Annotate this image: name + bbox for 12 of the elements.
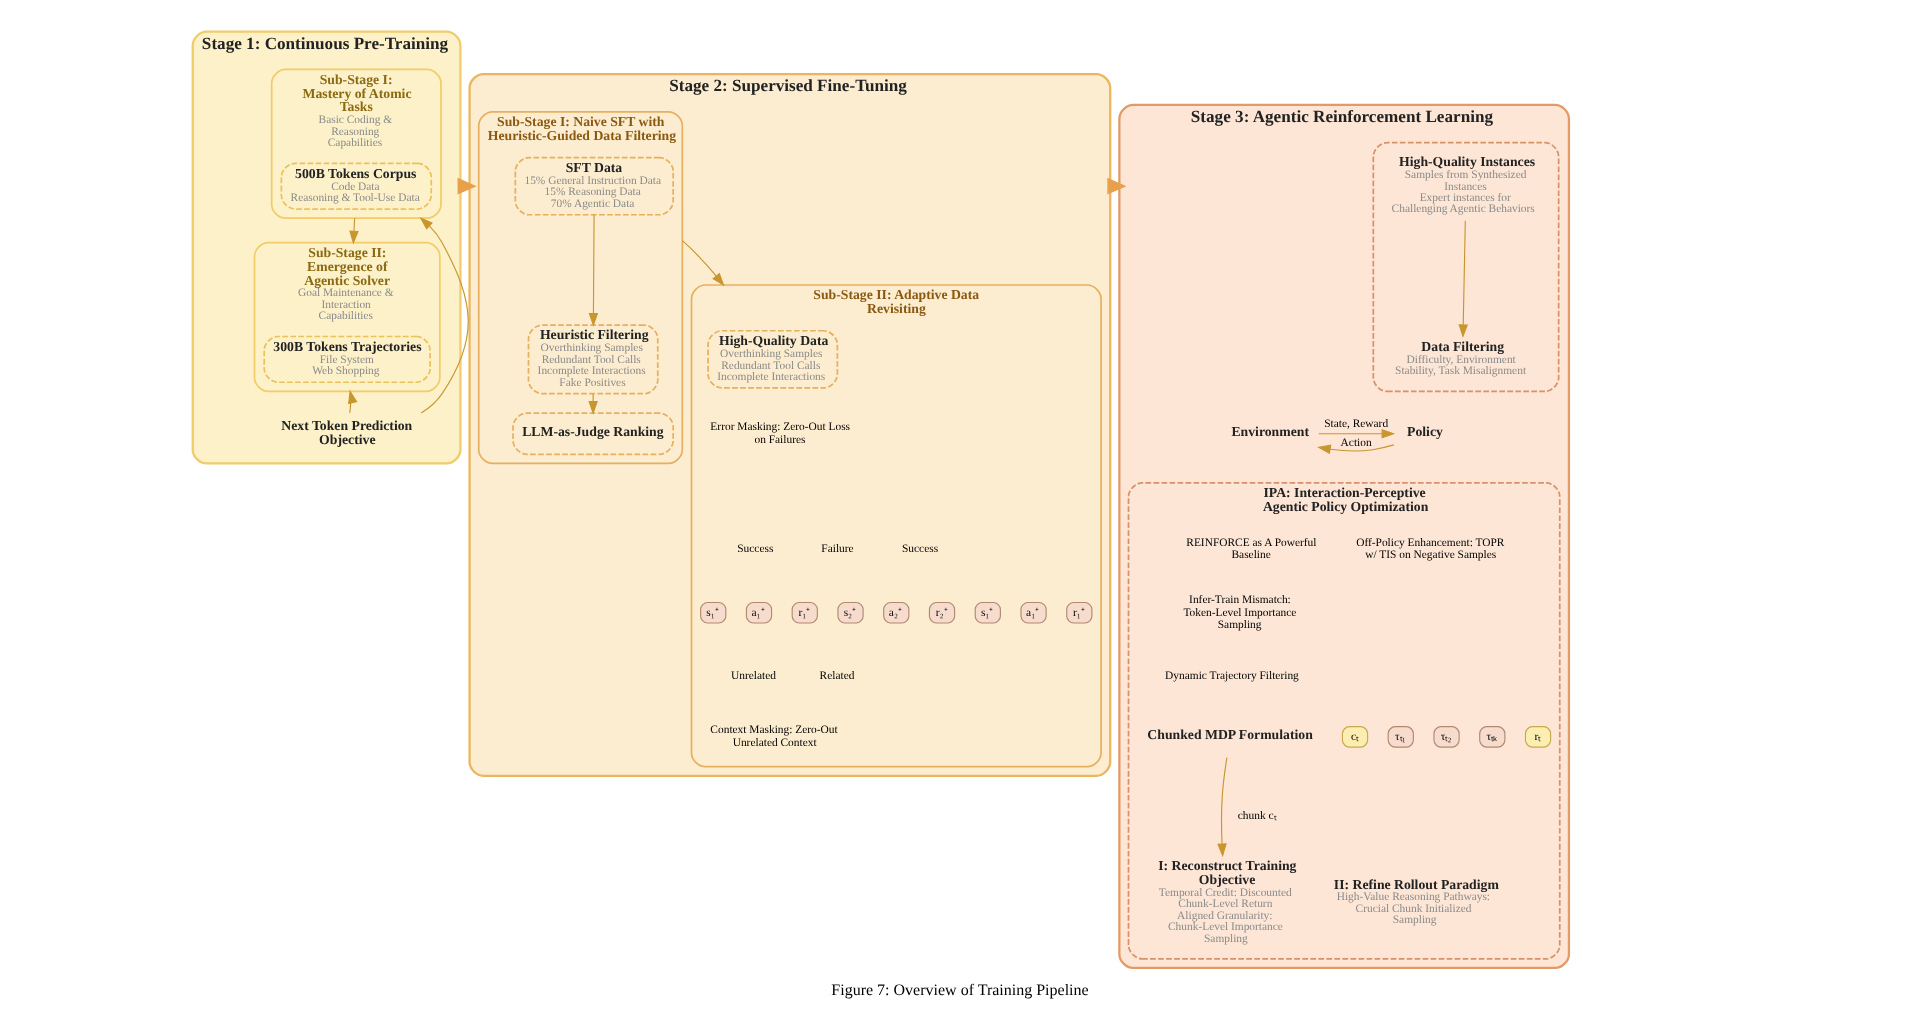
- arrow: [1317, 443, 1395, 454]
- arrow: [1318, 427, 1396, 438]
- arrow: [588, 392, 598, 414]
- arrow: [349, 216, 359, 244]
- arrow: [419, 216, 469, 413]
- arrow: [1217, 755, 1228, 857]
- cluster: [1372, 140, 1560, 392]
- caption: Figure 7: Overview of Training Pipeline: [831, 979, 1089, 998]
- arrow: [348, 388, 358, 413]
- arrow: [588, 213, 599, 326]
- arrow: [1458, 219, 1469, 338]
- arrow: [681, 239, 725, 286]
